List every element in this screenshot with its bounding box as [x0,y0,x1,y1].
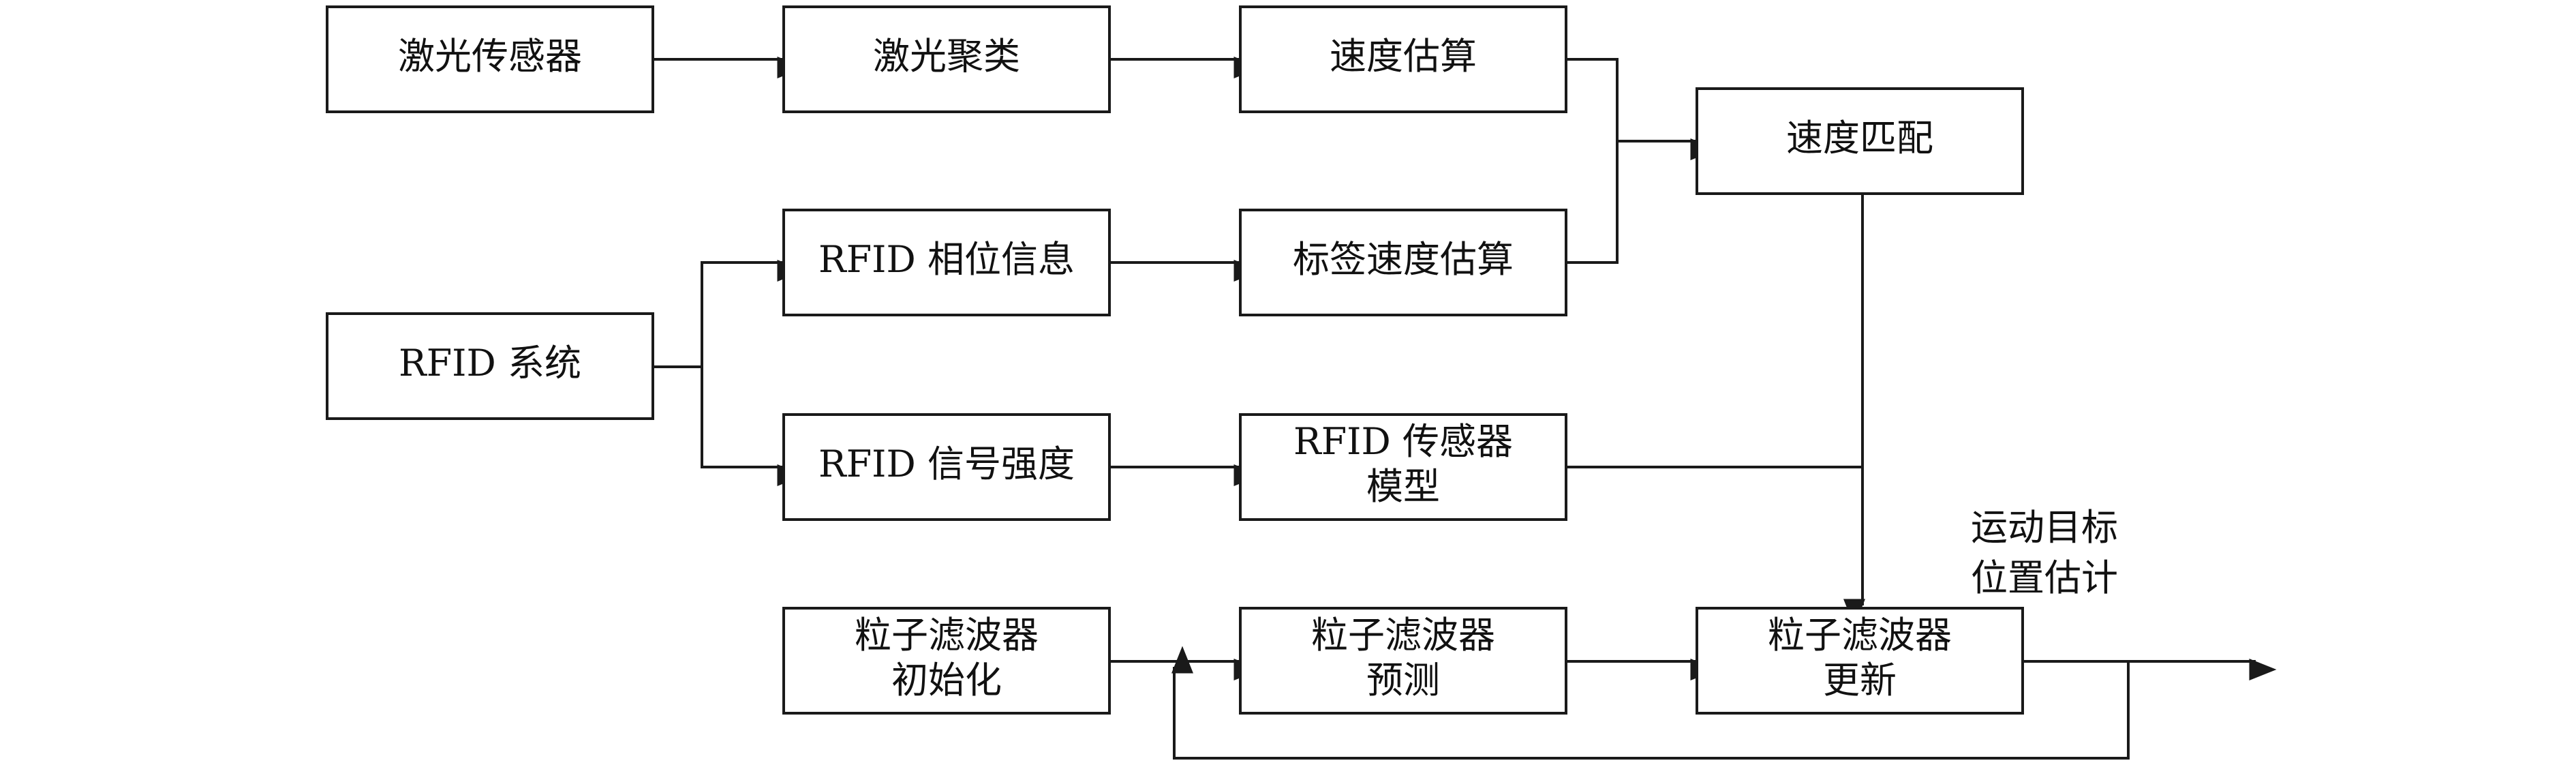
box-pf-update-label-2: 更新 [1823,659,1897,702]
edge-rfid-branch-to-signal [701,367,805,486]
output-label-line-2: 位置估计 [1971,556,2118,599]
box-pf-predict-label-1: 粒子滤波器 [1311,614,1495,657]
box-pf-init-label-2: 初始化 [891,659,1002,702]
box-speed-match: 速度匹配 [1696,87,2024,195]
box-pf-predict-label-2: 预测 [1366,659,1440,702]
box-pf-predict: 粒子滤波器 预测 [1239,607,1567,715]
output-label-line-1: 运动目标 [1971,506,2118,549]
edge-feedback-loop [1171,646,2130,760]
box-rfid-signal-label: RFID 信号强度 [818,442,1075,485]
box-rfid-system-label: RFID 系统 [399,342,581,385]
edge-rfid-system-to-branch [653,260,805,368]
box-pf-update-label-1: 粒子滤波器 [1768,614,1952,657]
connectors [653,57,2277,760]
box-laser-sensor-label: 激光传感器 [398,35,582,78]
box-speed-estimate: 速度估算 [1239,5,1567,113]
box-rfid-phase-label: RFID 相位信息 [818,238,1075,281]
box-speed-match-label: 速度匹配 [1786,117,1933,160]
box-rfid-sensor-model-label-1: RFID 传感器 [1293,420,1513,463]
box-rfid-phase: RFID 相位信息 [782,209,1111,316]
box-laser-sensor: 激光传感器 [326,5,654,113]
box-rfid-sensor-model-label-2: 模型 [1366,465,1440,508]
box-speed-estimate-label: 速度估算 [1330,35,1477,78]
box-tag-speed-estimate: 标签速度估算 [1239,209,1567,316]
box-laser-cluster: 激光聚类 [782,5,1111,113]
edge-speed-estimate-to-junction [1566,58,1619,264]
box-pf-init-label-1: 粒子滤波器 [855,614,1039,657]
box-tag-speed-estimate-label: 标签速度估算 [1293,238,1514,281]
box-pf-init: 粒子滤波器 初始化 [782,607,1111,715]
box-rfid-signal: RFID 信号强度 [782,413,1111,521]
box-rfid-sensor-model: RFID 传感器 模型 [1239,413,1567,521]
output-annotation: 运动目标 位置估计 [1971,506,2118,599]
box-laser-cluster-label: 激光聚类 [873,35,1020,78]
box-rfid-system: RFID 系统 [326,312,654,420]
box-pf-update: 粒子滤波器 更新 [1696,607,2024,715]
